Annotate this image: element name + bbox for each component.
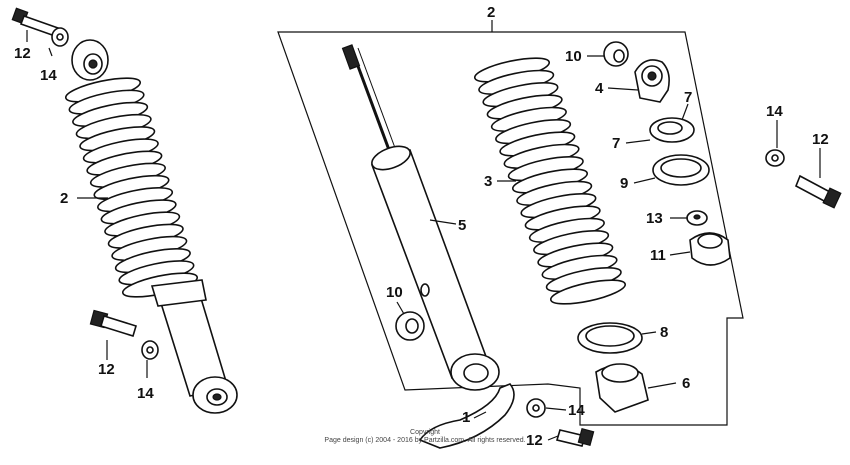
bushing-icon (603, 41, 629, 67)
spring-adjuster-icon (595, 363, 649, 413)
callout-10-bottom: 10 (386, 284, 403, 301)
callout-7-upper: 7 (684, 89, 692, 106)
callout-6: 6 (682, 375, 690, 392)
footer-page-design: Page design (c) 2004 - 2016 by Partzilla… (324, 437, 526, 444)
callout-1: 1 (462, 409, 470, 426)
callout-7-lower: 7 (612, 135, 620, 152)
footer-copyright: Copyright (410, 429, 440, 436)
callout-2-left: 2 (60, 190, 68, 207)
callout-9: 9 (620, 175, 628, 192)
callout-12-left-bottom: 12 (98, 361, 115, 378)
callout-4: 4 (595, 80, 604, 97)
rubber-stopper-icon (689, 232, 731, 266)
callout-14-left-bottom: 14 (137, 385, 154, 402)
callout-14-bottom: 14 (568, 402, 585, 419)
damper-unit (341, 44, 500, 391)
callout-3: 3 (484, 173, 492, 190)
leader-lines (26, 30, 821, 441)
callout-11: 11 (650, 247, 666, 264)
callout-10-top: 10 (565, 48, 582, 65)
callout-13: 13 (646, 210, 663, 227)
coil-spring (473, 57, 627, 305)
bushing-icon (395, 311, 425, 341)
assembled-shock-absorber (64, 39, 238, 414)
callout-2-top: 2 (487, 4, 495, 21)
callout-12-left-top: 12 (14, 45, 31, 62)
bracket-icon (418, 383, 515, 449)
left-spring (64, 77, 199, 298)
upper-eye-icon (634, 59, 670, 103)
callout-12-bottom: 12 (526, 432, 543, 449)
bolt-icon (555, 427, 595, 447)
callout-8: 8 (660, 324, 668, 341)
bolt-icon (89, 309, 137, 338)
callout-5: 5 (458, 217, 466, 234)
bolt-icon (794, 174, 842, 209)
callout-14-right: 14 (766, 103, 783, 120)
bolt-icon (11, 7, 60, 38)
callout-14-left-top: 14 (40, 67, 57, 84)
callout-12-right: 12 (812, 131, 829, 148)
